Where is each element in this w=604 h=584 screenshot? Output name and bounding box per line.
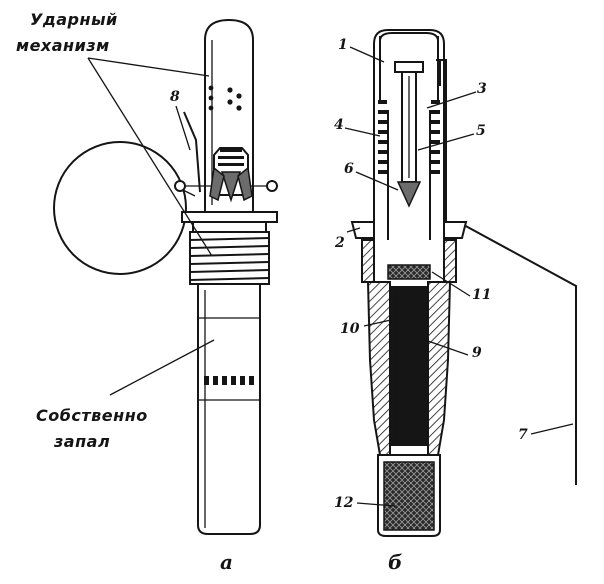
fuze-body — [197, 283, 261, 535]
safety-lever — [183, 111, 201, 193]
striker — [394, 61, 424, 208]
label-number-8: 8 — [170, 89, 180, 105]
label-number-11: 11 — [472, 287, 492, 303]
mainspring — [378, 100, 440, 174]
label-number-7: 7 — [518, 427, 528, 443]
label-fuze-line1: Собственно — [36, 406, 148, 425]
vent-holes — [208, 85, 242, 111]
fuze-vent-holes — [204, 376, 254, 385]
label-number-9: 9 — [472, 345, 482, 361]
pull-ring — [53, 141, 187, 275]
label-number-10: 10 — [340, 321, 360, 337]
detonator — [377, 454, 441, 537]
label-number-1: 1 — [338, 37, 348, 53]
label-number-3: 3 — [477, 81, 487, 97]
threaded-section — [189, 231, 270, 285]
caption-panel-b: б — [388, 550, 403, 574]
label-number-6: 6 — [344, 161, 354, 177]
label-striker-mechanism-line2: механизм — [16, 36, 110, 55]
label-number-12: 12 — [334, 495, 354, 511]
label-number-5: 5 — [476, 123, 486, 139]
fuze-body-section — [366, 281, 452, 456]
primer-cap — [387, 264, 431, 280]
firing-pin — [220, 171, 242, 203]
label-striker-mechanism-line1: Ударный — [30, 10, 118, 29]
label-fuze-line2: запал — [54, 432, 111, 451]
panel-a-external-view — [53, 18, 278, 535]
label-number-4: 4 — [334, 117, 344, 133]
caption-panel-a: а — [220, 550, 233, 574]
label-number-2: 2 — [335, 235, 345, 251]
panel-b-cross-section — [344, 29, 577, 537]
